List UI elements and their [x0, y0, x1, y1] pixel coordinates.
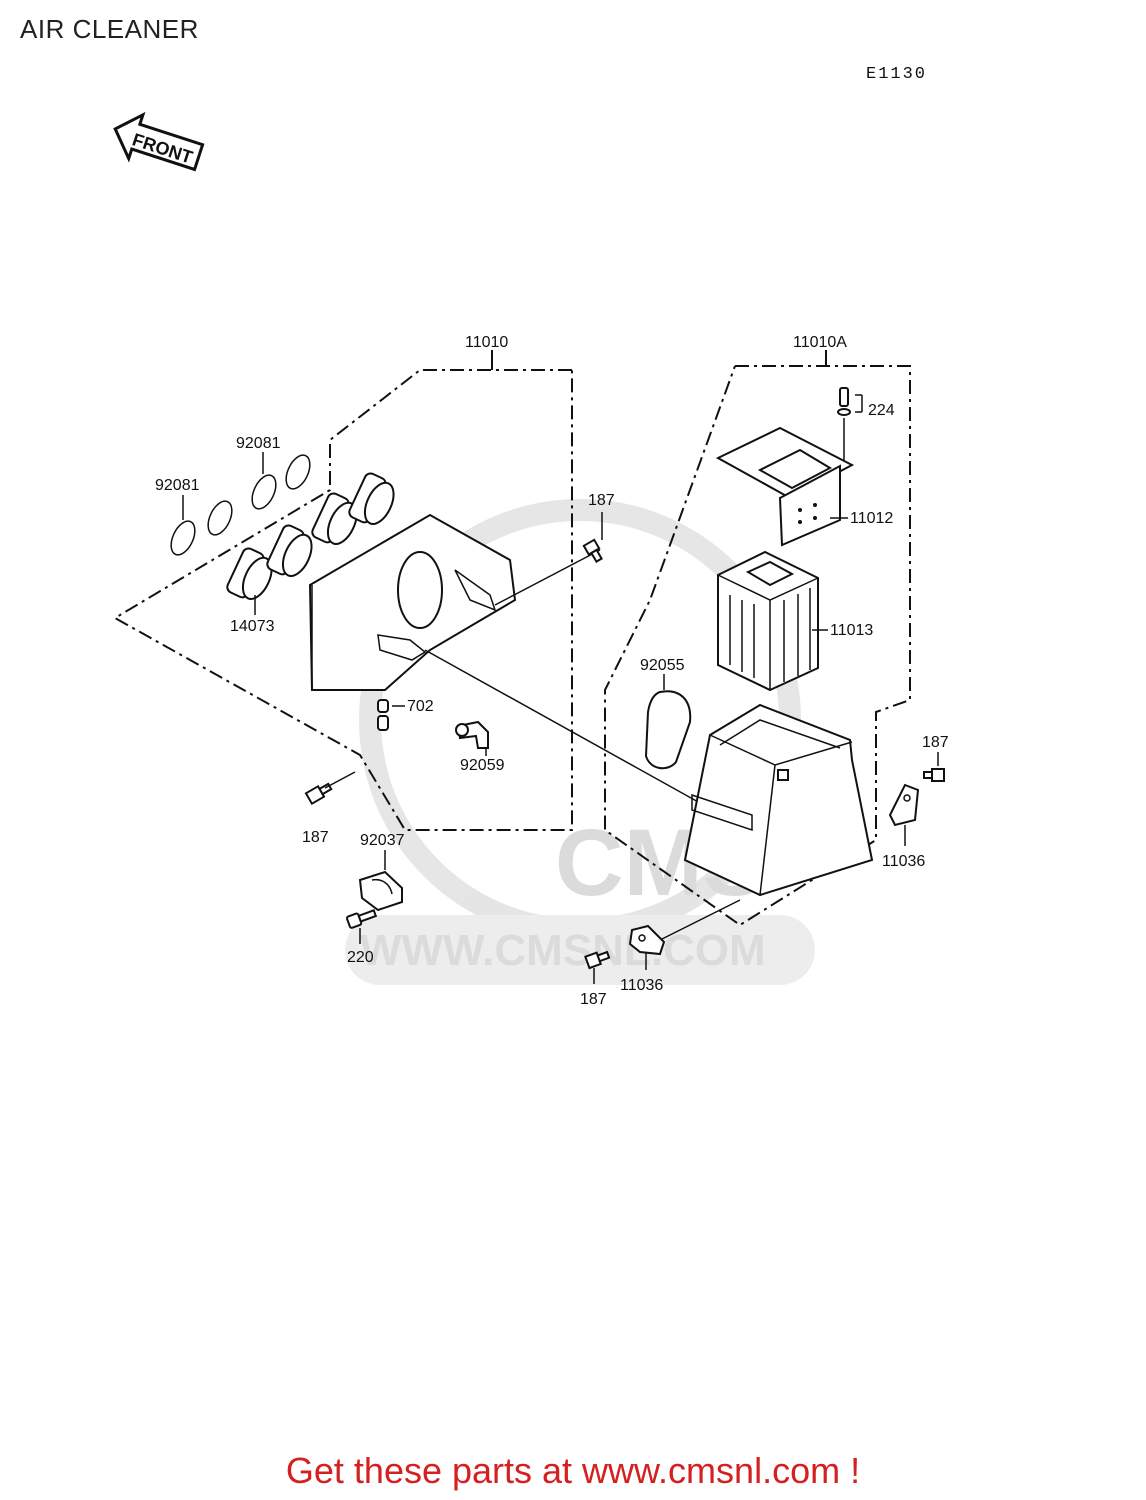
part-label-11010: 11010: [465, 334, 508, 351]
clamp-icon: [358, 870, 403, 912]
part-label-702: 702: [407, 698, 434, 715]
holder-icon: [226, 547, 273, 600]
part-label-92055: 92055: [640, 657, 685, 674]
page-title: AIR CLEANER: [20, 14, 199, 44]
bolt-icon: [584, 950, 611, 970]
part-label-187-upper: 187: [588, 492, 615, 509]
plug-icon: [377, 699, 389, 731]
part-label-11013: 11013: [830, 622, 873, 639]
part-label-14073: 14073: [230, 618, 275, 635]
air-box-left-body: [308, 513, 517, 691]
watermark: CMS WWW.CMSNL.COM: [345, 499, 815, 985]
connector-bottom: [659, 899, 741, 941]
bracket-right-icon: [888, 783, 920, 827]
watermark-url: WWW.CMSNL.COM: [360, 926, 766, 975]
part-label-11036-right: 11036: [882, 853, 925, 870]
bolt-icon: [923, 768, 945, 782]
part-label-11036-bottom: 11036: [620, 977, 663, 994]
oring-icon: [170, 520, 196, 556]
part-label-220: 220: [347, 949, 374, 966]
holder-icon: [266, 524, 313, 577]
diagram-code: E1130: [866, 65, 927, 84]
cover-icon: [715, 426, 855, 547]
part-label-224: 224: [868, 402, 895, 419]
leader-187-bolt: [324, 771, 356, 789]
filter-element-icon: [717, 550, 819, 692]
connector-line-upper: [494, 549, 601, 606]
screw-icon: [345, 909, 378, 929]
oring-icon: [285, 454, 311, 490]
part-label-11010a: 11010A: [793, 334, 847, 351]
drain-fitting-icon: [377, 634, 427, 661]
holder-icon: [348, 472, 395, 525]
oring-icon: [207, 500, 233, 536]
part-label-187-lower-left: 187: [302, 829, 329, 846]
assy-left-boundary: [112, 369, 573, 831]
bracket-bottom-icon: [628, 924, 666, 956]
part-label-187-bottom: 187: [580, 991, 607, 1008]
front-arrow-icon: FRONT: [113, 111, 205, 172]
intake-opening-icon: [397, 551, 443, 629]
part-label-11012: 11012: [850, 510, 893, 527]
bolt-icon: [304, 782, 333, 806]
promo-link[interactable]: Get these parts at www.cmsnl.com !: [285, 1450, 861, 1491]
seal-icon: [644, 690, 692, 770]
holder-group: [226, 472, 395, 600]
assy-right-boundary: [604, 365, 911, 927]
watermark-url-bar: [345, 915, 815, 985]
part-label-92081-a: 92081: [155, 477, 200, 494]
air-box-right-housing: [683, 703, 874, 897]
air-cleaner-exploded-diagram: CMS WWW.CMSNL.COM E1130 FRONT 11010 1101…: [112, 65, 949, 1008]
oring-icon: [251, 474, 277, 510]
oring-group: [170, 454, 311, 556]
part-label-92059: 92059: [460, 757, 505, 774]
screw-top-icon: [837, 387, 851, 416]
bolt-icon: [582, 538, 603, 563]
part-label-92081-b: 92081: [236, 435, 281, 452]
elbow-icon: [455, 720, 489, 749]
part-label-187-right: 187: [922, 734, 949, 751]
part-label-92037: 92037: [360, 832, 405, 849]
